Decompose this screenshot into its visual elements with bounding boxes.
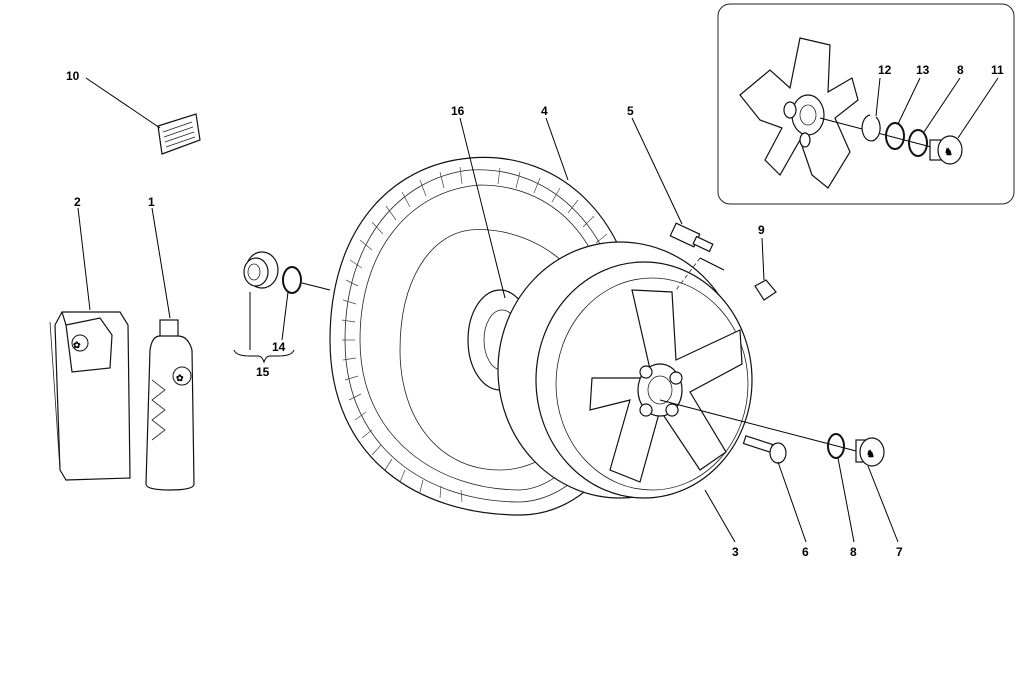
svg-text:✿: ✿ — [176, 373, 184, 383]
bottle: ✿ — [145, 319, 195, 491]
callout-14: 14 — [272, 340, 286, 354]
bolt — [742, 435, 787, 464]
inset-hub-cap: ♞ — [929, 135, 963, 165]
svg-text:♞: ♞ — [866, 449, 875, 460]
callout-8: 8 — [850, 545, 857, 559]
o-ring — [827, 433, 845, 459]
callout-8-inset: 8 — [957, 63, 964, 77]
callout-3: 3 — [732, 545, 739, 559]
callout-10: 10 — [66, 69, 80, 83]
kit-o-ring — [282, 266, 302, 294]
callout-1: 1 — [148, 195, 155, 209]
kit-bracket — [233, 349, 295, 364]
callout-11: 11 — [991, 63, 1004, 77]
callout-12: 12 — [878, 63, 892, 77]
svg-text:♞: ♞ — [944, 147, 953, 158]
callout-4: 4 — [541, 104, 548, 118]
callout-7: 7 — [896, 545, 903, 559]
callout-9: 9 — [758, 223, 765, 237]
label-card — [157, 113, 201, 155]
valve — [669, 222, 714, 253]
inset-hub-star — [739, 37, 859, 189]
kit-cap — [243, 251, 279, 289]
inset-snap-ring — [861, 114, 881, 142]
callout-16: 16 — [451, 104, 465, 118]
callout-6: 6 — [802, 545, 809, 559]
wheel-rim — [497, 241, 753, 499]
weight — [754, 279, 777, 301]
hub-cap: ♞ — [855, 437, 885, 467]
inset-o-ring-8 — [908, 129, 928, 157]
callout-15: 15 — [256, 365, 270, 379]
pouch: ✿ — [49, 311, 131, 481]
callout-13: 13 — [916, 63, 930, 77]
callout-2: 2 — [74, 195, 81, 209]
callout-5: 5 — [627, 104, 634, 118]
inset-o-ring-13 — [885, 122, 905, 150]
svg-text:✿: ✿ — [73, 340, 81, 350]
